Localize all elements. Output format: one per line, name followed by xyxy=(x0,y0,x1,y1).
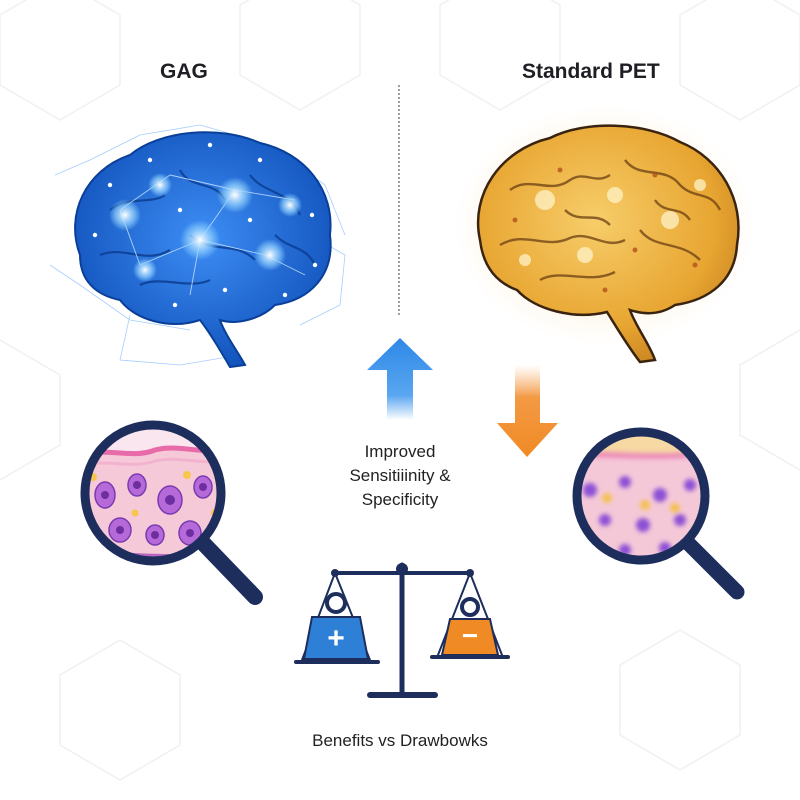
arrow-down-icon xyxy=(497,365,558,457)
caption-line-2: Sensitiiinity & xyxy=(349,466,451,485)
center-divider xyxy=(398,85,400,315)
gag-title: GAG xyxy=(160,60,208,83)
arrow-up-icon xyxy=(367,338,433,420)
magnifier-tissue-icon xyxy=(80,420,263,605)
minus-symbol: − xyxy=(462,620,478,651)
plus-symbol: + xyxy=(327,622,345,655)
caption-line-1: Improved xyxy=(364,442,436,461)
caption-line-3: Specificity xyxy=(361,490,439,509)
standard-pet-title: Standard PET xyxy=(522,60,660,83)
brain-amber-icon xyxy=(455,105,755,364)
improved-sensitivity-caption: Improved Sensitiiinity & Specificity xyxy=(310,440,490,512)
brain-network-icon xyxy=(50,124,346,369)
magnifier-tissue-icon xyxy=(572,427,745,600)
benefits-vs-drawbacks-caption: Benefits vs Drawbowks xyxy=(312,731,488,750)
balance-scale-icon: + − xyxy=(294,562,510,698)
